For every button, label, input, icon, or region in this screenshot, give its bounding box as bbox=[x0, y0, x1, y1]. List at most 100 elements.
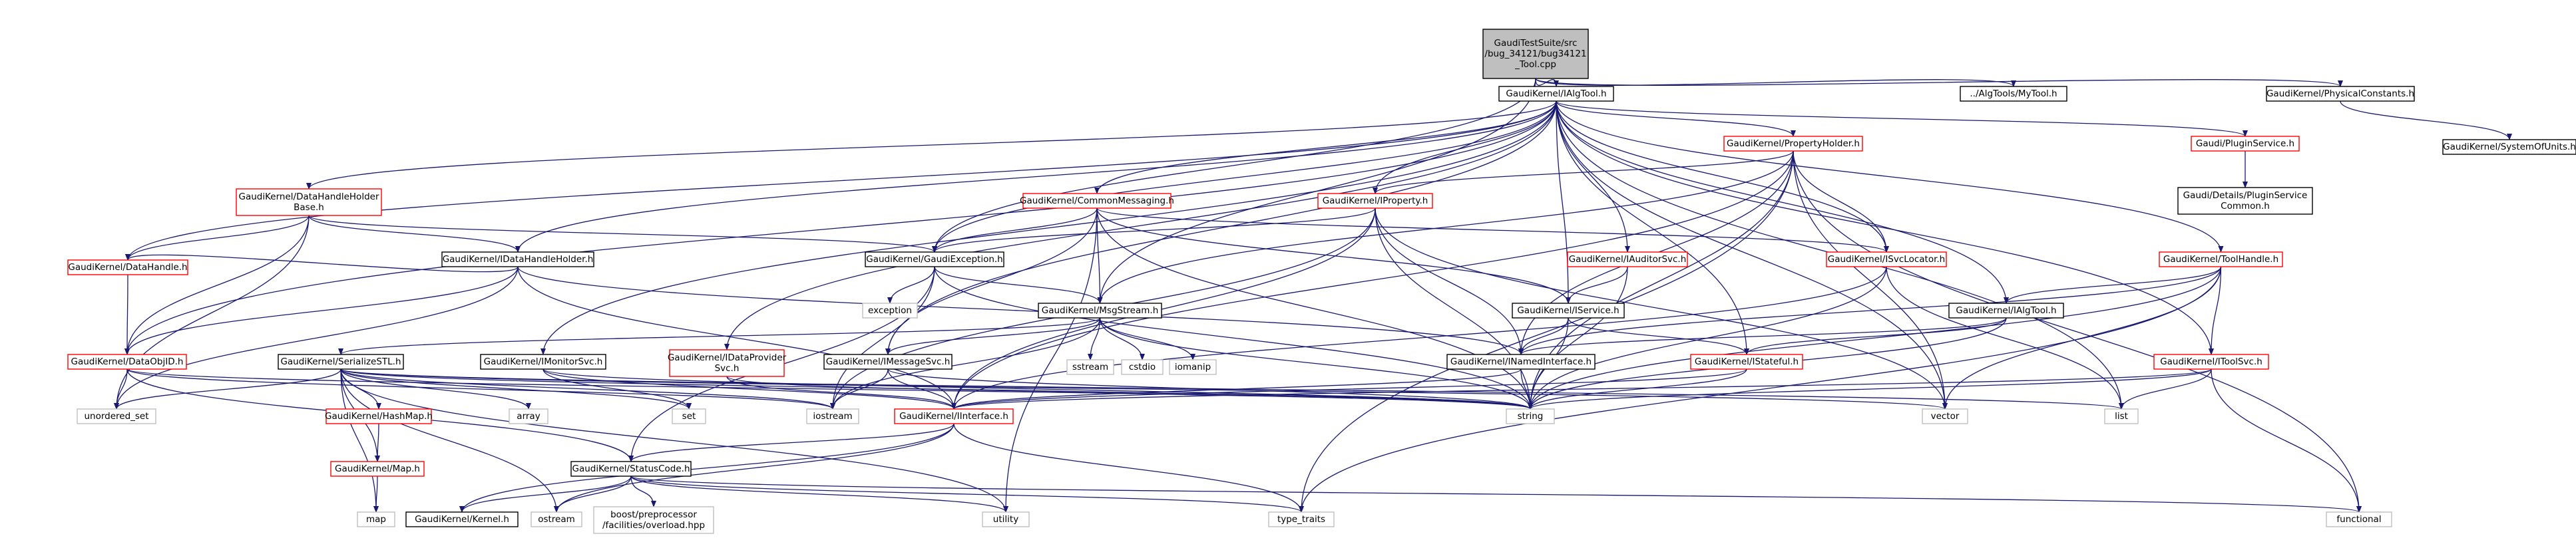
edge-StatusCode_h-to-functional bbox=[630, 476, 2362, 513]
node-Map_h[interactable]: GaudiKernel/Map.h bbox=[330, 461, 425, 477]
node-PropertyHolder_h[interactable]: GaudiKernel/PropertyHolder.h bbox=[1723, 136, 1863, 152]
node-iostream: iostream bbox=[806, 408, 859, 424]
edge-IAlgTool2_h-to-IStateful_h bbox=[1744, 317, 2007, 355]
node-array: array bbox=[509, 408, 548, 424]
edge-IAlgTool2_h-to-INamedInterface_h bbox=[1518, 317, 2007, 355]
node-label: GaudiKernel/SystemOfUnits.h bbox=[2443, 142, 2576, 152]
node-box bbox=[2191, 136, 2300, 152]
node-SerializeSTL_h[interactable]: GaudiKernel/SerializeSTL.h bbox=[278, 354, 404, 370]
node-IToolSvc_h[interactable]: GaudiKernel/IToolSvc.h bbox=[2153, 354, 2269, 370]
node-label: Base.h bbox=[294, 202, 324, 213]
node-label: Gaudi/PluginService.h bbox=[2196, 138, 2294, 149]
node-box bbox=[278, 354, 404, 370]
edge-IAlgTool_h-to-IAlgTool2_h bbox=[1556, 100, 2009, 304]
node-box bbox=[862, 303, 918, 319]
node-box bbox=[67, 259, 188, 275]
node-IAuditorSvc_h[interactable]: GaudiKernel/IAuditorSvc.h bbox=[1567, 251, 1688, 267]
node-CommonMessaging_h[interactable]: GaudiKernel/CommonMessaging.h bbox=[1020, 193, 1174, 209]
edge-IAlgTool_h-to-IAuditorSvc_h bbox=[1556, 100, 1630, 253]
edge-SerializeSTL_h-to-map bbox=[340, 368, 379, 513]
node-DataHandle_h[interactable]: GaudiKernel/DataHandle.h bbox=[67, 259, 188, 275]
node-box bbox=[1169, 359, 1217, 375]
edge-IDataProviderSvc_h-to-IInterface_h bbox=[726, 376, 957, 410]
edge-IProperty_h-to-string bbox=[1375, 207, 1533, 410]
node-box bbox=[1482, 29, 1589, 79]
node-label: /bug_34121/bug34121 bbox=[1484, 49, 1586, 59]
edge-root-to-MyTool_h bbox=[1535, 78, 2016, 87]
node-label: GaudiKernel/IProperty.h bbox=[1323, 196, 1428, 206]
edge-DHHBase_h-to-GaudiException_h bbox=[308, 215, 937, 253]
node-set: set bbox=[672, 408, 706, 424]
node-label: GaudiKernel/HashMap.h bbox=[325, 411, 433, 422]
node-IStateful_h[interactable]: GaudiKernel/IStateful.h bbox=[1690, 354, 1803, 370]
node-PhysConst_h[interactable]: GaudiKernel/PhysicalConstants.h bbox=[2266, 86, 2415, 102]
edge-DHHBase_h-to-IDHH_h bbox=[308, 215, 521, 253]
node-box bbox=[531, 511, 582, 527]
node-SysOfUnits_h[interactable]: GaudiKernel/SystemOfUnits.h bbox=[2442, 139, 2576, 155]
node-ToolHandle_h[interactable]: GaudiKernel/ToolHandle.h bbox=[2159, 251, 2283, 267]
node-label: list bbox=[2115, 411, 2128, 422]
node-IService_h[interactable]: GaudiKernel/IService.h bbox=[1512, 303, 1625, 319]
node-Kernel_h[interactable]: GaudiKernel/Kernel.h bbox=[405, 511, 519, 527]
node-IDHH_h[interactable]: GaudiKernel/IDataHandleHolder.h bbox=[441, 251, 594, 267]
node-root[interactable]: GaudiTestSuite/src/bug_34121/bug34121_To… bbox=[1482, 29, 1589, 79]
edge-IToolSvc_h-to-IInterface_h bbox=[951, 368, 2212, 410]
node-box bbox=[1567, 251, 1688, 267]
node-PluginService_h[interactable]: Gaudi/PluginService.h bbox=[2191, 136, 2300, 152]
node-IProperty_h[interactable]: GaudiKernel/IProperty.h bbox=[1317, 193, 1433, 209]
node-IMessageSvc_h[interactable]: GaudiKernel/IMessageSvc.h bbox=[823, 354, 953, 370]
edge-SerializeSTL_h-to-unordered_set bbox=[114, 368, 341, 410]
node-box bbox=[1498, 86, 1614, 102]
node-DataObjID_h[interactable]: GaudiKernel/DataObjID.h bbox=[67, 354, 187, 370]
node-IAlgTool2_h[interactable]: GaudiKernel/IAlgTool.h bbox=[1948, 303, 2064, 319]
node-label: GaudiTestSuite/src bbox=[1494, 38, 1578, 49]
node-vector: vector bbox=[1922, 408, 1968, 424]
node-label: GaudiKernel/CommonMessaging.h bbox=[1020, 196, 1174, 206]
edge-IMonitorSvc_h-to-IInterface_h bbox=[542, 368, 957, 410]
node-box bbox=[1512, 303, 1625, 319]
node-IAlgTool_h[interactable]: GaudiKernel/IAlgTool.h bbox=[1498, 86, 1614, 102]
node-label: Svc.h bbox=[715, 363, 740, 374]
edge-CommonMessaging_h-to-GaudiException_h bbox=[932, 207, 1098, 253]
nodes-layer: GaudiTestSuite/src/bug_34121/bug34121_To… bbox=[67, 29, 2576, 534]
node-label: GaudiKernel/IDataHandleHolder.h bbox=[443, 254, 594, 265]
node-sstream: sstream bbox=[1066, 359, 1114, 375]
node-IMonitorSvc_h[interactable]: GaudiKernel/IMonitorSvc.h bbox=[480, 354, 606, 370]
node-label: _Tool.cpp bbox=[1514, 59, 1556, 70]
node-label: vector bbox=[1931, 411, 1960, 422]
node-HashMap_h[interactable]: GaudiKernel/HashMap.h bbox=[325, 408, 433, 424]
node-MsgStream_h[interactable]: GaudiKernel/MsgStream.h bbox=[1038, 303, 1162, 319]
edge-IAlgTool_h-to-CommonMessaging_h bbox=[1094, 100, 1557, 194]
edge-IAlgTool_h-to-IToolSvc_h bbox=[1556, 100, 2214, 355]
edge-IService_h-to-IStateful_h bbox=[1568, 317, 1749, 355]
edge-IAuditorSvc_h-to-IService_h bbox=[1566, 266, 1628, 304]
node-label: GaudiKernel/DataHandle.h bbox=[68, 262, 187, 273]
edge-PropertyHolder_h-to-type_traits bbox=[1299, 150, 1794, 513]
edge-IProperty_h-to-GaudiException_h bbox=[932, 207, 1376, 253]
node-iomanip: iomanip bbox=[1169, 359, 1217, 375]
node-StatusCode_h[interactable]: GaudiKernel/StatusCode.h bbox=[570, 461, 692, 477]
edge-StatusCode_h-to-Kernel_h bbox=[459, 476, 632, 513]
node-label: /facilities/overload.hpp bbox=[602, 520, 705, 531]
edge-IAlgTool_h-to-IMessageSvc_h bbox=[885, 100, 1557, 355]
node-label: functional bbox=[2336, 514, 2381, 525]
edge-ToolHandle_h-to-type_traits bbox=[1299, 266, 2222, 513]
edge-ToolHandle_h-to-string bbox=[1528, 266, 2222, 410]
node-label: GaudiKernel/IMessageSvc.h bbox=[826, 356, 951, 367]
node-GaudiException_h[interactable]: GaudiKernel/GaudiException.h bbox=[865, 251, 1004, 267]
node-IInterface_h[interactable]: GaudiKernel/IInterface.h bbox=[894, 408, 1014, 424]
edge-CommonMessaging_h-to-IMessageSvc_h bbox=[885, 207, 1098, 355]
node-type_traits: type_traits bbox=[1268, 511, 1335, 527]
edge-StatusCode_h-to-boost_overload bbox=[630, 476, 656, 507]
node-ISvcLocator_h[interactable]: GaudiKernel/ISvcLocator.h bbox=[1826, 251, 1947, 267]
node-label: unordered_set bbox=[84, 411, 148, 422]
edge-StatusCode_h-to-ostream bbox=[554, 476, 632, 513]
node-box bbox=[1066, 359, 1114, 375]
node-label: utility bbox=[993, 514, 1018, 525]
node-MyTool_h[interactable]: ../AlgTools/MyTool.h bbox=[1960, 86, 2067, 102]
node-box bbox=[1922, 408, 1968, 424]
node-INamedInterface_h[interactable]: GaudiKernel/INamedInterface.h bbox=[1446, 354, 1596, 370]
